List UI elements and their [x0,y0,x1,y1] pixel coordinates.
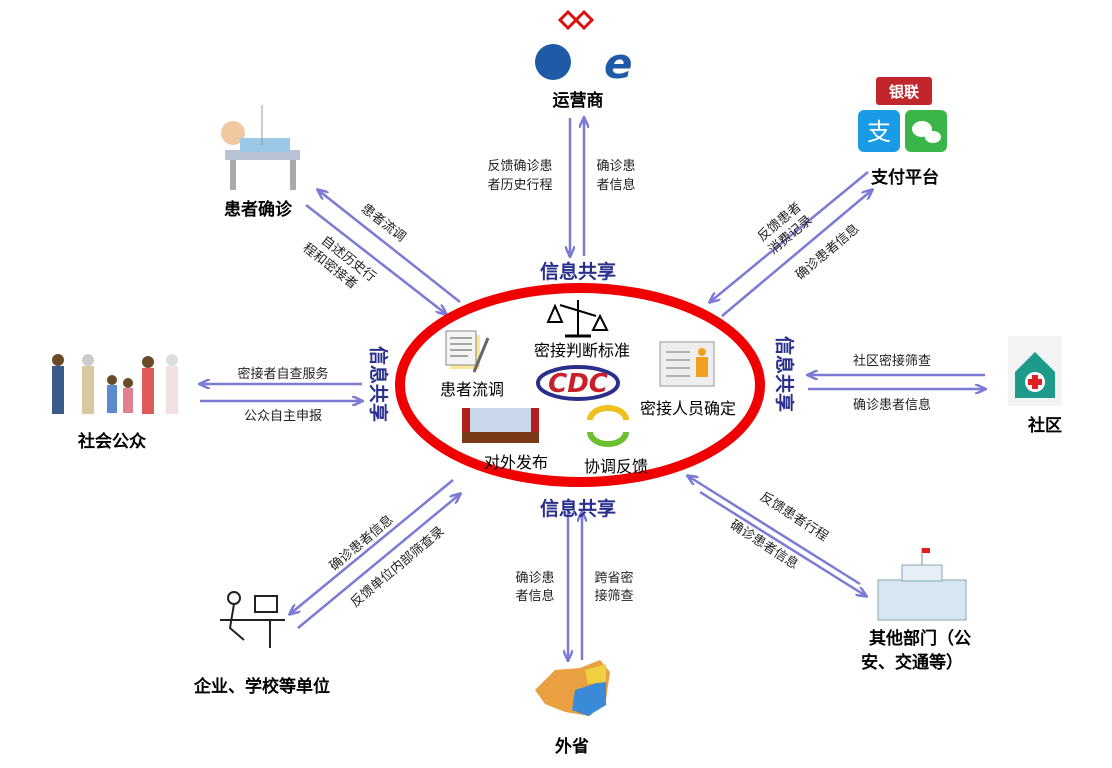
label-other-in: 反馈患者行程 [757,490,831,545]
office-worker-icon [220,591,285,648]
patient-bed-icon [221,105,300,190]
share-label-right: 信息共享 [773,336,796,412]
label-operator-up-2: 者信息 [596,177,635,193]
label-operator-down-2: 者历史行程 [487,178,552,193]
label-province-out-1: 确诊患 [515,571,554,586]
label-public-out: 密接者自查服务 [237,366,328,382]
unionpay-logo-text: 银联 [889,83,920,101]
node-enterprise: 企业、学校等单位 [193,676,330,697]
china-map-icon [535,660,610,716]
node-payment: 支付平台 [871,167,939,188]
arrow-payment-out [710,171,869,302]
node-community: 社区 [1027,415,1062,436]
center-item-publish: 对外发布 [484,453,548,472]
arrow-enterprise-out [290,479,454,614]
node-province: 外省 [555,736,589,757]
label-province-out-2: 者信息 [515,588,554,604]
node-other-dept-line2: 安、交通等） [861,652,963,673]
center-item-tracing: 患者流调 [440,380,504,399]
operator-logos: e [535,9,633,88]
label-province-in-2: 接筛查 [594,588,633,604]
label-province-in-1: 跨省密 [594,570,633,586]
label-community-out: 确诊患者信息 [853,397,931,413]
press-conference-photo [462,408,539,443]
label-public-in: 公众自主申报 [244,409,322,424]
center-item-standard: 密接判断标准 [534,341,630,360]
community-icon [1008,336,1062,406]
scale-icon [546,300,609,338]
arrow-enterprise-in [297,494,460,629]
payment-logos: 银联 支 [858,77,947,152]
center-item-contacts: 密接人员确定 [640,399,736,418]
cdc-logo-text: CDC [548,369,608,399]
node-other-dept-line1: 其他部门（公 [869,628,971,649]
cdc-logo: CDC [536,365,620,401]
contact-card-icon [659,341,715,387]
arrow-patient-in [305,204,446,314]
share-label-bottom: 信息共享 [540,497,616,520]
arrow-patient-out [318,190,461,303]
label-enterprise-out: 确诊患者信息 [326,512,396,574]
label-operator-down-1: 反馈确诊患 [487,159,552,174]
node-public: 社会公众 [77,431,147,452]
label-operator-up-1: 确诊患 [596,159,635,174]
svg-text:e: e [604,39,633,88]
node-patient: 患者确诊 [224,199,293,220]
arrow-other-in [688,476,861,586]
document-pen-icon [445,330,490,373]
share-label-left: 信息共享 [367,346,390,422]
svg-text:支: 支 [867,118,891,146]
share-label-top: 信息共享 [540,260,616,283]
label-community-in: 社区密接筛查 [853,353,931,369]
arrow-payment-in [721,190,872,317]
label-patient-out: 患者流调 [358,201,408,245]
center-ellipse [395,283,765,487]
family-photo [52,354,178,414]
center-item-feedback: 协调反馈 [584,457,648,476]
arrows [200,118,985,660]
arrow-other-out [699,490,866,596]
node-operator: 运营商 [553,90,604,111]
government-building-icon [877,548,967,621]
refresh-icon [587,405,629,447]
